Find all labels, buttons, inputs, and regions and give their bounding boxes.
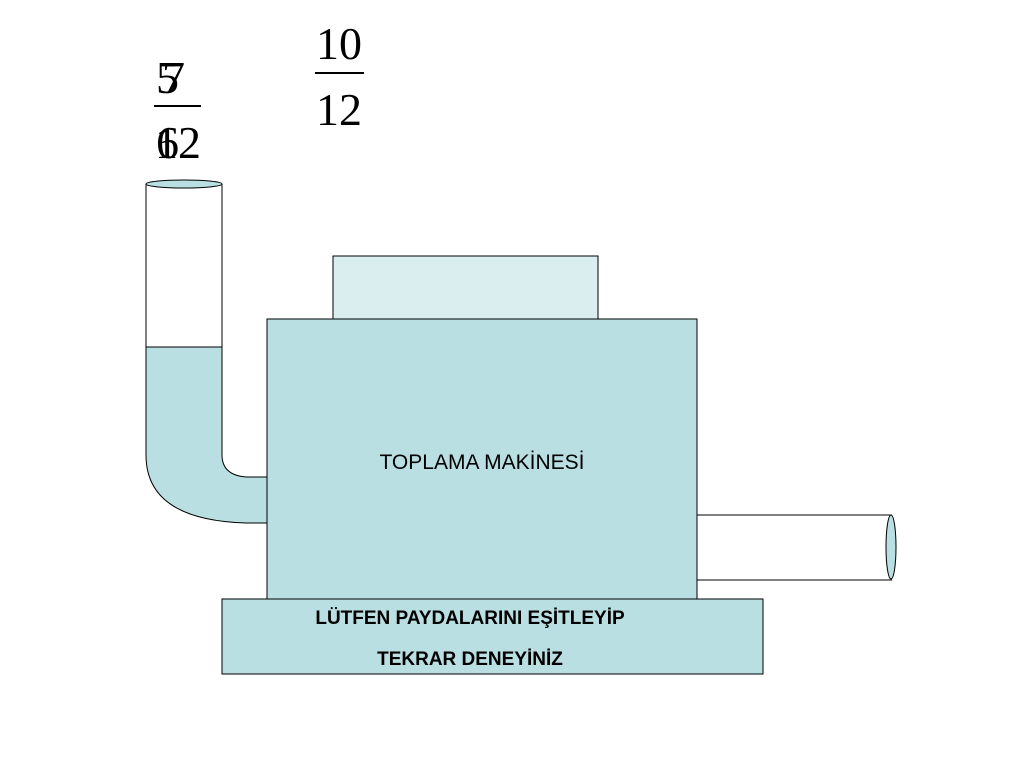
fraction-five-sixths-denominator: 6 [156,117,179,168]
fraction-five-sixths-numerator: 5 [156,52,179,103]
fraction-seven-twelfths-numerator: 7 [162,52,185,103]
message-line-1: LÜTFEN PAYDALARINI EŞİTLEYİP [315,608,625,629]
fraction-ten-twelfths-numerator: 10 [316,18,362,69]
output-pipe-opening [885,514,897,580]
fraction-pair-overlapping: 5 6 7 12 [154,52,201,168]
output-pipe [697,514,897,581]
machine-hopper [332,255,599,321]
fraction-five-sixths: 5 6 [154,52,184,168]
fraction-ten-twelfths-denominator: 12 [316,84,362,135]
machine-body [266,318,698,600]
fraction-seven-twelfths-denominator: 12 [155,117,201,168]
machine-label: TOPLAMA MAKİNESİ [379,451,584,474]
fraction-ten-twelfths: 10 12 [315,18,364,135]
input-pipe [145,179,268,524]
message-line-2: TEKRAR DENEYİNİZ [377,649,563,670]
input-pipe-liquid [146,347,268,523]
fraction-seven-twelfths: 7 12 [155,52,201,168]
message-panel [221,598,764,675]
input-pipe-opening [145,179,223,189]
